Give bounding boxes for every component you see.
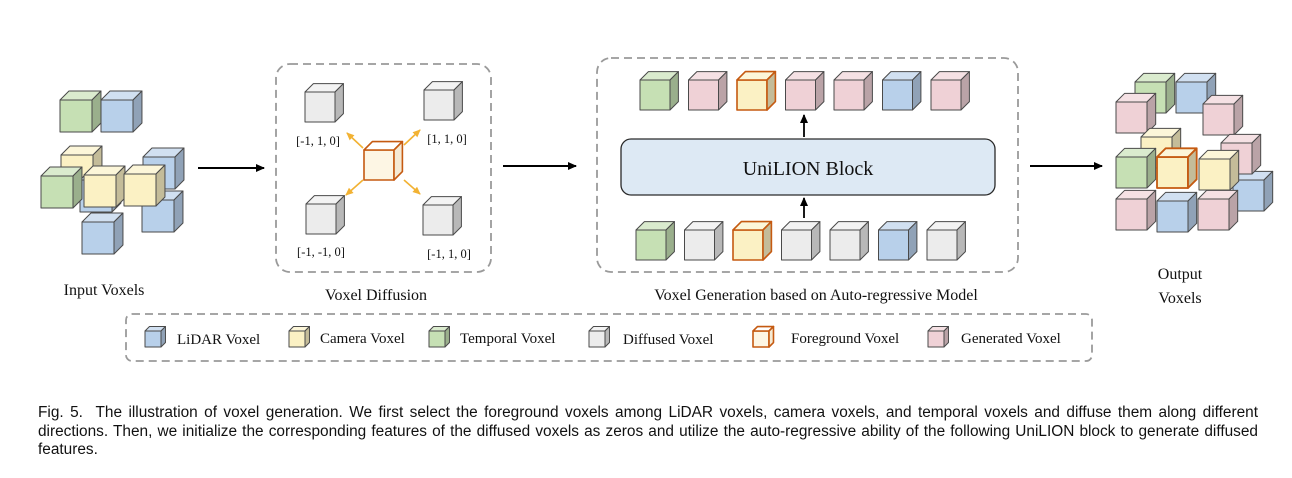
output-voxels-group (1115, 72, 1274, 233)
diffusion-voxels-group (304, 81, 463, 236)
output-voxel-camera (1198, 149, 1240, 191)
output-voxel-foreground (1156, 147, 1198, 189)
generation-panel (596, 57, 1019, 273)
legend-swatch-foreground (752, 325, 775, 348)
output-voxels-label-line2: Voxels (1158, 290, 1201, 307)
foreground-voxel-center (363, 140, 404, 181)
diffusion-label-bottom-right: [-1, 1, 0] (427, 247, 471, 261)
legend-panel (125, 313, 1093, 362)
top-row-voxel-generated (688, 71, 728, 111)
input-voxel-lidar (100, 90, 143, 133)
voxel-generation-label: Voxel Generation based on Auto-regressiv… (654, 287, 978, 304)
bottom-row-voxel-foreground (732, 220, 773, 261)
diffusion-label-top-right: [1, 1, 0] (427, 132, 467, 146)
diffusion-panel (275, 63, 492, 273)
top-row-voxel-temporal (639, 71, 679, 111)
diffusion-label-bottom-left: [-1, -1, 0] (297, 245, 345, 259)
top-row-voxel-generated (930, 71, 970, 111)
voxel-diffusion-label: Voxel Diffusion (325, 287, 427, 304)
top-row-voxel-generated (785, 71, 825, 111)
diffused-voxel-top-left (304, 83, 344, 123)
bottom-row-voxel-lidar (878, 221, 918, 261)
legend-label-generated: Generated Voxel (961, 331, 1061, 347)
input-voxel-temporal (59, 90, 102, 133)
top-row-voxel-foreground (736, 70, 777, 111)
output-voxel-generated (1197, 189, 1239, 231)
input-voxels-group (40, 90, 185, 255)
legend-swatch-camera (288, 326, 310, 348)
legend-label-temporal: Temporal Voxel (460, 331, 555, 347)
unilion-block (620, 138, 996, 196)
input-voxel-lidar (81, 212, 124, 255)
input-voxel-temporal (40, 166, 83, 209)
output-voxel-generated (1115, 92, 1157, 134)
legend-swatch-temporal (428, 326, 450, 348)
output-voxels-label-line1: Output (1158, 266, 1203, 283)
diffusion-arrows (345, 129, 421, 196)
unilion-block-label: UniLION Block (743, 158, 874, 180)
legend-label-diffused: Diffused Voxel (623, 332, 713, 348)
bottom-row-voxel-diffused (684, 221, 724, 261)
figure-caption: Fig. 5. The illustration of voxel genera… (38, 404, 1258, 460)
input-voxel-camera (123, 164, 166, 207)
bottom-row-voxel-diffused (781, 221, 821, 261)
bottom-row-voxel-diffused (926, 221, 966, 261)
output-voxel-generated (1202, 94, 1244, 136)
top-row-voxel-generated (833, 71, 873, 111)
input-voxel-camera (83, 165, 126, 208)
top-row-voxel-lidar (882, 71, 922, 111)
input-voxel-row (635, 220, 966, 261)
legend-swatch-lidar (144, 326, 166, 348)
output-voxel-generated (1115, 189, 1157, 231)
output-voxel-temporal (1115, 147, 1157, 189)
legend-label-lidar: LiDAR Voxel (177, 332, 260, 348)
input-voxels-label: Input Voxels (64, 282, 145, 299)
legend-label-foreground: Foreground Voxel (791, 331, 899, 347)
diffused-voxel-top-right (423, 81, 463, 121)
diffused-voxel-bottom-right (422, 196, 462, 236)
legend-swatches (144, 325, 949, 348)
bottom-row-voxel-diffused (829, 221, 869, 261)
caption-text: The illustration of voxel generation. We… (38, 404, 1258, 458)
diffused-voxel-bottom-left (305, 195, 345, 235)
diffusion-label-top-left: [-1, 1, 0] (296, 134, 340, 148)
legend-label-camera: Camera Voxel (320, 331, 405, 347)
caption-label: Fig. 5. (38, 404, 83, 421)
generated-voxel-row (639, 70, 970, 111)
bottom-row-voxel-temporal (635, 221, 675, 261)
legend-swatch-generated (927, 326, 949, 348)
output-voxel-lidar (1156, 191, 1198, 233)
legend-swatch-diffused (588, 326, 610, 348)
